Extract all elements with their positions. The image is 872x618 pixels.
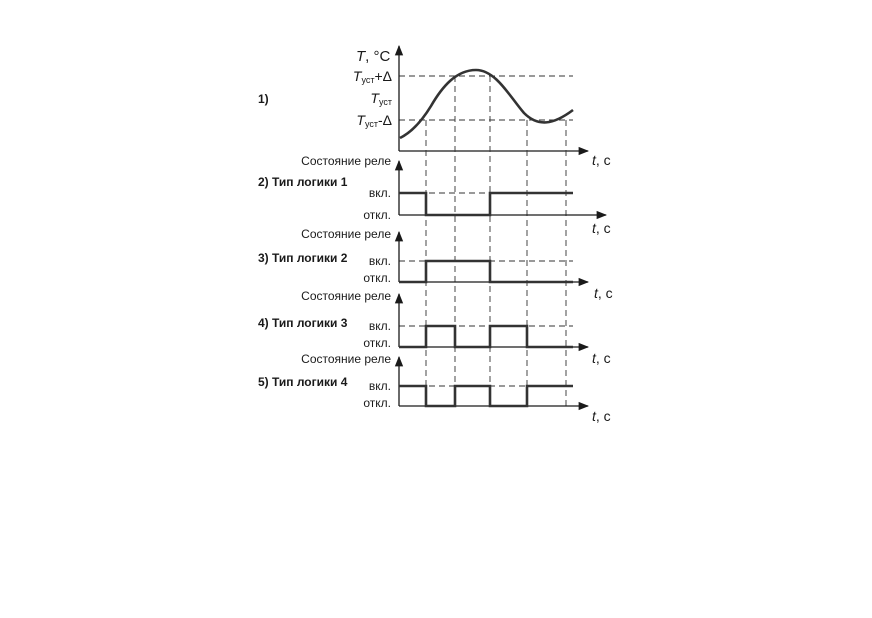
time-axis-label: t, с bbox=[592, 220, 611, 236]
relay-signal-logic-3 bbox=[399, 324, 573, 349]
on-label: вкл. bbox=[369, 254, 391, 268]
off-label: откл. bbox=[363, 396, 391, 410]
relay-panel-logic-2: Состояние реле 3) Тип логики 2 вкл. откл… bbox=[258, 227, 613, 301]
on-label: вкл. bbox=[369, 319, 391, 333]
relay-signal-logic-1 bbox=[399, 191, 573, 217]
panel-1-number: 1) bbox=[258, 92, 269, 106]
on-label: вкл. bbox=[369, 186, 391, 200]
temperature-curve bbox=[399, 68, 574, 140]
relay-signal-logic-2 bbox=[399, 259, 573, 284]
switching-guides bbox=[425, 76, 567, 406]
temperature-axis-label: T, °C bbox=[356, 48, 391, 65]
on-label: вкл. bbox=[369, 379, 391, 393]
relay-state-axis-label: Состояние реле bbox=[301, 352, 391, 366]
time-axis-label: t, с bbox=[594, 285, 613, 301]
panel-3-title: 3) Тип логики 2 bbox=[258, 251, 348, 265]
upper-threshold-label: Tуст+Δ bbox=[353, 68, 392, 85]
time-axis-label: t, с bbox=[592, 408, 611, 424]
off-label: откл. bbox=[363, 271, 391, 285]
relay-signal-logic-4 bbox=[399, 384, 573, 408]
temperature-panel: 1) T, °C Tуст+Δ Tуст Tуст-Δ t, с bbox=[258, 44, 611, 168]
time-axis-label: t, с bbox=[592, 152, 611, 168]
relay-state-axis-label: Состояние реле bbox=[301, 154, 391, 168]
relay-panel-logic-3: Состояние реле 4) Тип логики 3 вкл. откл… bbox=[258, 289, 611, 366]
setpoint-label: Tуст bbox=[370, 90, 392, 107]
relay-state-axis-label: Состояние реле bbox=[301, 289, 391, 303]
relay-state-axis-label: Состояние реле bbox=[301, 227, 391, 241]
time-axis-label: t, с bbox=[592, 350, 611, 366]
relay-panel-logic-1: Состояние реле 2) Тип логики 1 вкл. откл… bbox=[258, 154, 611, 236]
lower-threshold-label: Tуст-Δ bbox=[356, 112, 392, 129]
off-label: откл. bbox=[363, 208, 391, 222]
panel-2-title: 2) Тип логики 1 bbox=[258, 175, 348, 189]
relay-panel-logic-4: Состояние реле 5) Тип логики 4 вкл. откл… bbox=[258, 352, 611, 424]
off-label: откл. bbox=[363, 336, 391, 350]
panel-5-title: 5) Тип логики 4 bbox=[258, 375, 348, 389]
panel-4-title: 4) Тип логики 3 bbox=[258, 316, 348, 330]
